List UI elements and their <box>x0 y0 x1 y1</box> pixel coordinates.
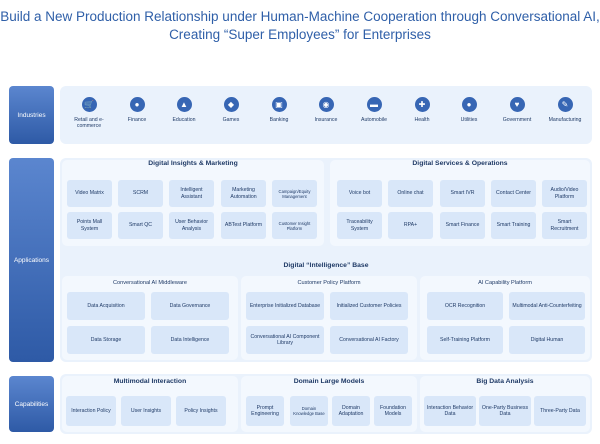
big-data-box: Three-Party Data <box>534 396 586 426</box>
industry-item: ◉ Insurance <box>301 97 351 123</box>
title-line-1: Build a New Production Relationship unde… <box>0 9 600 24</box>
industry-label: Health <box>414 117 430 123</box>
digital-services-title: Digital Services & Operations <box>412 160 508 167</box>
industry-item: ● Finance <box>112 97 162 123</box>
capabilities-label: Capabilities <box>9 376 54 432</box>
digital-services-box: Smart Training <box>491 212 536 239</box>
applications-label: Applications <box>9 158 54 362</box>
digital-services-box: Smart Finance <box>440 212 485 239</box>
customer-policy-box: Initialized Customer Policies <box>330 292 408 320</box>
domain-models-box: Foundation Models <box>374 396 412 426</box>
domain-models-box: Prompt Engineering <box>246 396 284 426</box>
customer-policy-box: Conversational AI Component Library <box>246 326 324 354</box>
digital-services-box: Smart Recruitment <box>542 212 587 239</box>
industry-item: ▬ Automobile <box>349 97 399 123</box>
digital-services-box: Online chat <box>388 180 433 207</box>
digital-insights-box: Intelligent Assistant <box>169 180 214 207</box>
industry-label: Finance <box>127 117 147 123</box>
industry-item: ✚ Health <box>397 97 447 123</box>
middleware-box: Data Acquisition <box>67 292 145 320</box>
middleware-box: Data Intelligence <box>151 326 229 354</box>
industry-item: ● Utilities <box>444 97 494 123</box>
digital-services-box: RPA+ <box>388 212 433 239</box>
customer-policy-title: Customer Policy Platform <box>297 280 361 286</box>
digital-services-box: Traceability System <box>337 212 382 239</box>
big-data-title: Big Data Analysis <box>476 378 534 385</box>
industry-label: Government <box>502 117 532 123</box>
coin-icon: ● <box>129 97 145 112</box>
industry-label: Banking <box>269 117 289 123</box>
graduation-cap-icon: ▲ <box>176 97 192 112</box>
digital-insights-box: SCRM <box>118 180 163 207</box>
middleware-box: Data Storage <box>67 326 145 354</box>
industry-label: Retail and e-commerce <box>74 117 104 129</box>
tool-icon: ✎ <box>557 97 573 112</box>
intelligence-base-title: Digital “Intelligence” Base <box>283 262 369 269</box>
multimodal-title: Multimodal Interaction <box>113 378 187 385</box>
digital-insights-box: Marketing Automation <box>221 180 266 207</box>
domain-models-box: Domain Knowledge Base <box>290 396 328 426</box>
car-icon: ▬ <box>366 97 382 112</box>
ai-capability-box: Self-Training Platform <box>427 326 503 354</box>
industry-label: Utilities <box>460 117 478 123</box>
medical-icon: ✚ <box>414 97 430 112</box>
big-data-box: One-Party Business Data <box>479 396 531 426</box>
bank-icon: ▣ <box>271 97 287 112</box>
industry-label: Insurance <box>314 117 338 123</box>
domain-models-box: Domain Adaptation <box>332 396 370 426</box>
industry-label: Education <box>172 117 196 123</box>
customer-policy-box: Enterprise Initialized Database <box>246 292 324 320</box>
industries-label: Industries <box>9 86 54 144</box>
digital-insights-box: Video Matrix <box>67 180 112 207</box>
title-line-2: Creating “Super Employees” for Enterpris… <box>169 27 431 42</box>
industry-label: Automobile <box>361 117 387 123</box>
digital-insights-box: ABTest Platform <box>221 212 266 239</box>
middleware-title: Conversational AI Middleware <box>113 280 187 286</box>
industries-panel <box>60 86 592 144</box>
drop-icon: ● <box>461 97 477 112</box>
digital-services-box: Audio/Video Platform <box>542 180 587 207</box>
digital-insights-box: Campaign/Equity Management <box>272 180 317 207</box>
middleware-box: Data Governance <box>151 292 229 320</box>
ai-capability-box: Digital Human <box>509 326 585 354</box>
digital-insights-box: User Behavior Analysis <box>169 212 214 239</box>
digital-services-box: Smart IVR <box>440 180 485 207</box>
cart-icon: 🛒 <box>81 97 97 112</box>
multimodal-box: Policy Insights <box>176 396 226 426</box>
industry-item: ♥ Government <box>492 97 542 123</box>
digital-services-box: Voice bot <box>337 180 382 207</box>
customer-policy-box: Conversational AI Factory <box>330 326 408 354</box>
industry-item: ▣ Banking <box>254 97 304 123</box>
domain-models-title: Domain Large Models <box>293 378 365 385</box>
ai-capability-title: AI Capability Platform <box>478 280 532 286</box>
multimodal-box: User Insights <box>121 396 171 426</box>
industry-item: ◆ Games <box>206 97 256 123</box>
industry-item: ✎ Manufacturing <box>540 97 590 123</box>
digital-insights-box: Smart QC <box>118 212 163 239</box>
page-title: Build a New Production Relationship unde… <box>0 8 600 44</box>
digital-services-box: Contact Center <box>491 180 536 207</box>
gamepad-icon: ◆ <box>223 97 239 112</box>
industry-item: ▲ Education <box>159 97 209 123</box>
ai-capability-box: OCR Recognition <box>427 292 503 320</box>
digital-insights-box: Points Mall System <box>67 212 112 239</box>
industry-item: 🛒 Retail and e-commerce <box>64 97 114 129</box>
industry-label: Manufacturing <box>548 117 582 123</box>
multimodal-box: Interaction Policy <box>66 396 116 426</box>
heart-icon: ♥ <box>509 97 525 112</box>
camera-icon: ◉ <box>318 97 334 112</box>
big-data-box: Interaction Behavior Data <box>424 396 476 426</box>
industry-label: Games <box>222 117 240 123</box>
digital-insights-title: Digital Insights & Marketing <box>148 160 238 167</box>
ai-capability-box: Multimodal Anti-Counterfeiting <box>509 292 585 320</box>
digital-insights-box: Customer Insight Platform <box>272 212 317 239</box>
